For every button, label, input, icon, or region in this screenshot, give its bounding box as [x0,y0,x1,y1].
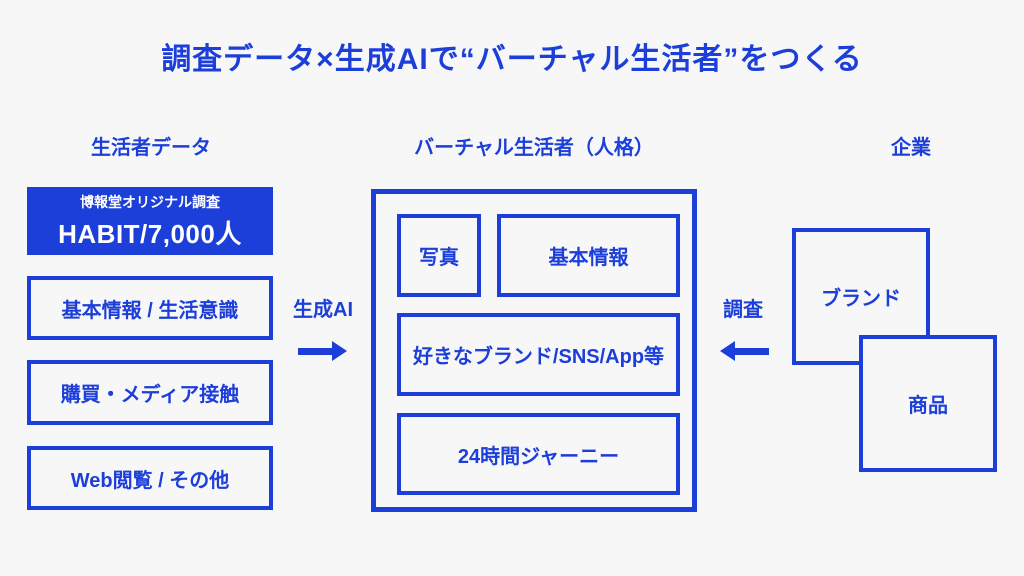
brand-box-label: ブランド [821,288,901,310]
survey-source-subtitle: 博報堂オリジナル調査 [80,193,220,210]
data-item-box-basic-info: 基本情報 / 生活意識 [27,276,273,340]
data-item-box-purchase-media: 購買・メディア接触 [27,360,273,425]
basic-info-cell: 基本情報 [497,214,680,297]
right-arrow-head [332,341,347,361]
column-header-virtual-consumer: バーチャル生活者（人格） [414,137,654,159]
right-arrow-icon [298,341,347,361]
left-arrow-shaft [735,347,769,355]
survey-source-title: HABIT/7,000人 [58,218,242,249]
favorites-cell: 好きなブランド/SNS/App等 [397,313,680,396]
data-item-label: 購買・メディア接触 [60,384,240,406]
column-header-consumer-data: 生活者データ [91,137,211,159]
left-arrow-icon [720,341,769,361]
photo-cell: 写真 [397,214,481,297]
journey-cell-label: 24時間ジャーニー [457,445,620,468]
photo-cell-label: 写真 [419,247,459,269]
left-arrow-head [720,341,735,361]
column-header-company: 企業 [891,137,931,159]
right-arrow-shaft [298,347,332,355]
journey-cell: 24時間ジャーニー [397,413,680,495]
data-item-box-web-other: Web閲覧 / その他 [27,446,273,510]
basic-info-cell-label: 基本情報 [548,247,629,269]
product-box: 商品 [859,335,997,472]
data-item-label: 基本情報 / 生活意識 [61,299,239,322]
product-box-label: 商品 [908,395,948,417]
data-item-label: Web閲覧 / その他 [70,469,230,492]
favorites-cell-label: 好きなブランド/SNS/App等 [412,346,665,368]
generative-ai-label: 生成AI [293,299,353,321]
survey-source-box: 博報堂オリジナル調査 HABIT/7,000人 [27,187,273,255]
survey-label: 調査 [723,299,763,321]
virtual-consumer-box: 写真 基本情報 好きなブランド/SNS/App等 24時間ジャーニー [371,189,697,512]
diagram-title: 調査データ×生成AIで“バーチャル生活者”をつくる [161,43,863,76]
